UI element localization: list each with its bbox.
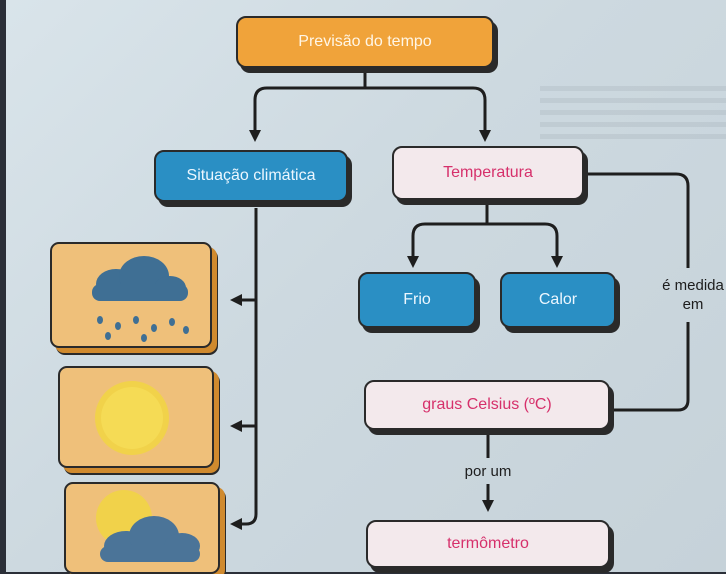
node-frio: Frio: [358, 272, 476, 328]
sun-icon: [95, 381, 169, 455]
rain-cloud-icon: [92, 256, 189, 342]
faint-background-text: [540, 86, 726, 146]
root-node-label: Previsão do tempo: [298, 33, 432, 50]
sun-behind-cloud-icon: [96, 490, 200, 562]
sun-tile: [58, 366, 214, 468]
calor-label: Calor: [538, 291, 578, 308]
node-termometro: termômetro: [366, 520, 610, 568]
rain-tile: [50, 242, 212, 348]
situacao-label: Situação climática: [186, 167, 316, 184]
edge-label-medida-line1: é medida: [662, 277, 724, 294]
frio-label: Frio: [403, 291, 431, 308]
node-temperatura: Temperatura: [392, 146, 584, 200]
temperatura-label: Temperatura: [443, 164, 533, 181]
sun-cloud-tile: [64, 482, 220, 574]
edge-label-medida-line2: em: [682, 296, 704, 313]
termometro-label: termômetro: [447, 535, 529, 552]
edge-label-medida: é medida em: [660, 276, 726, 316]
edge-label-por-um: por um: [464, 463, 512, 480]
node-calor: Calor: [500, 272, 616, 328]
root-node-previsao: Previsão do tempo: [236, 16, 494, 68]
node-graus-celsius: graus Celsius (ºC): [364, 380, 610, 430]
node-situacao-climatica: Situação climática: [154, 150, 348, 202]
graus-label: graus Celsius (ºC): [422, 396, 552, 413]
